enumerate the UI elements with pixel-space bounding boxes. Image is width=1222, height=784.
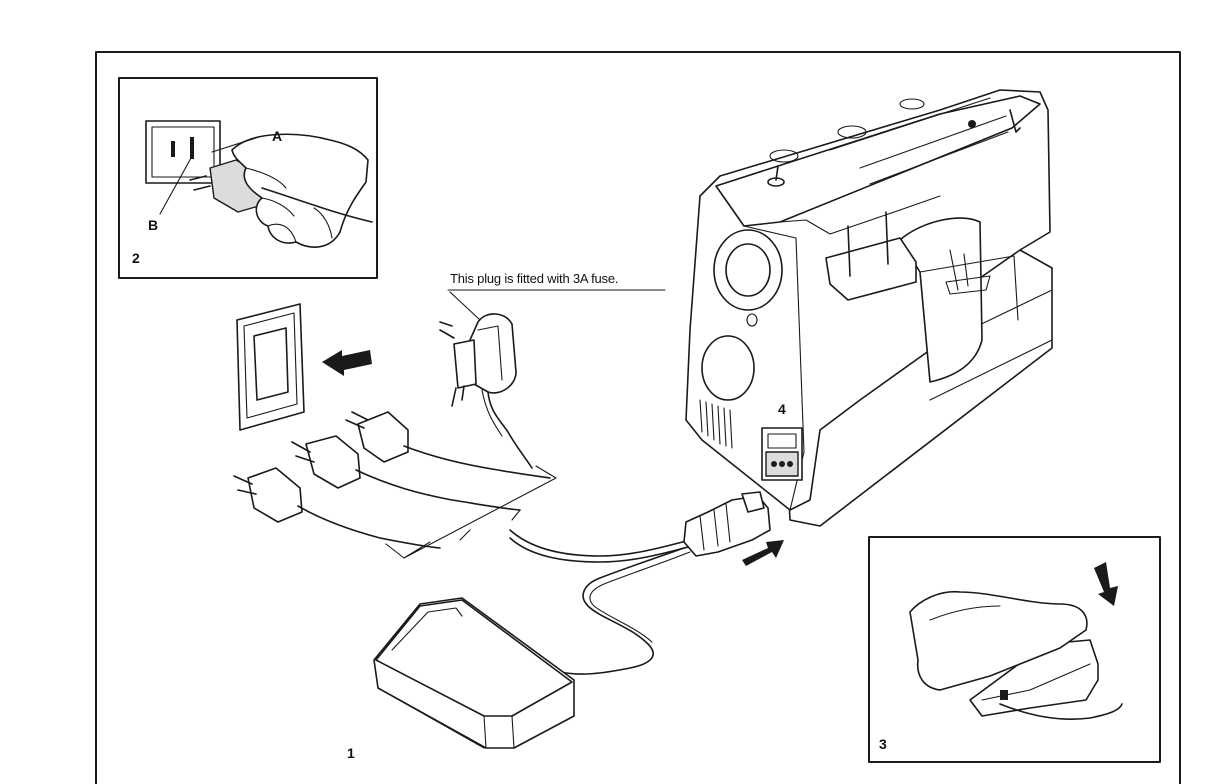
label-b: B (148, 218, 158, 232)
fuse-caption-leader (448, 290, 665, 320)
foot-control-pedal (374, 598, 574, 748)
foot-control-cord (560, 548, 684, 674)
inset-wall-outlet (119, 78, 377, 278)
power-cord (510, 530, 690, 556)
fuse-caption: This plug is fitted with 3A fuse. (450, 272, 618, 286)
panel-label-2: 2 (132, 251, 140, 265)
uk-fused-plug (440, 314, 532, 468)
insert-arrow-right (742, 540, 784, 566)
panel-label-4: 4 (778, 402, 786, 416)
label-a: A (272, 129, 282, 143)
euro-plug-top (346, 412, 550, 478)
panel-label-1: 1 (347, 746, 355, 760)
inset-foot-control (869, 537, 1160, 762)
insert-arrow-left (322, 350, 372, 376)
machine-connector (684, 492, 770, 556)
panel-label-3: 3 (879, 737, 887, 751)
sewing-machine (686, 90, 1052, 526)
outlet-slot-live (190, 137, 194, 159)
outlet-slot-neutral (171, 141, 175, 157)
wall-socket-plate (237, 304, 304, 430)
pattern-dial (702, 336, 754, 400)
